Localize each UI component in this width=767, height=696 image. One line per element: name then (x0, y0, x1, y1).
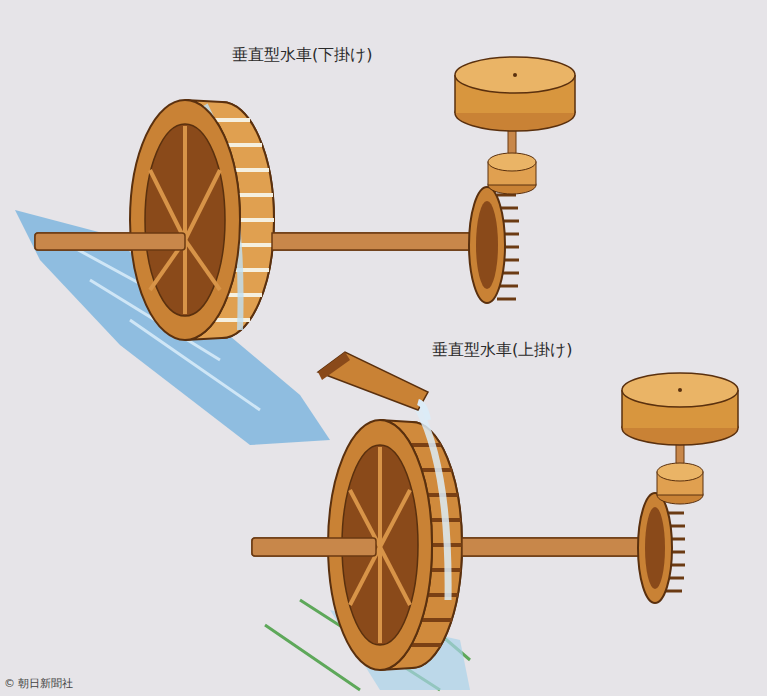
wheel-type-label: 垂直型水車(下掛け) (232, 45, 372, 66)
copyright-note: © 朝日新聞社 (4, 676, 74, 691)
overshot-wheel (252, 352, 738, 690)
wheel-type-label: 垂直型水車(上掛け) (432, 340, 572, 361)
undershot-wheel (15, 57, 575, 445)
